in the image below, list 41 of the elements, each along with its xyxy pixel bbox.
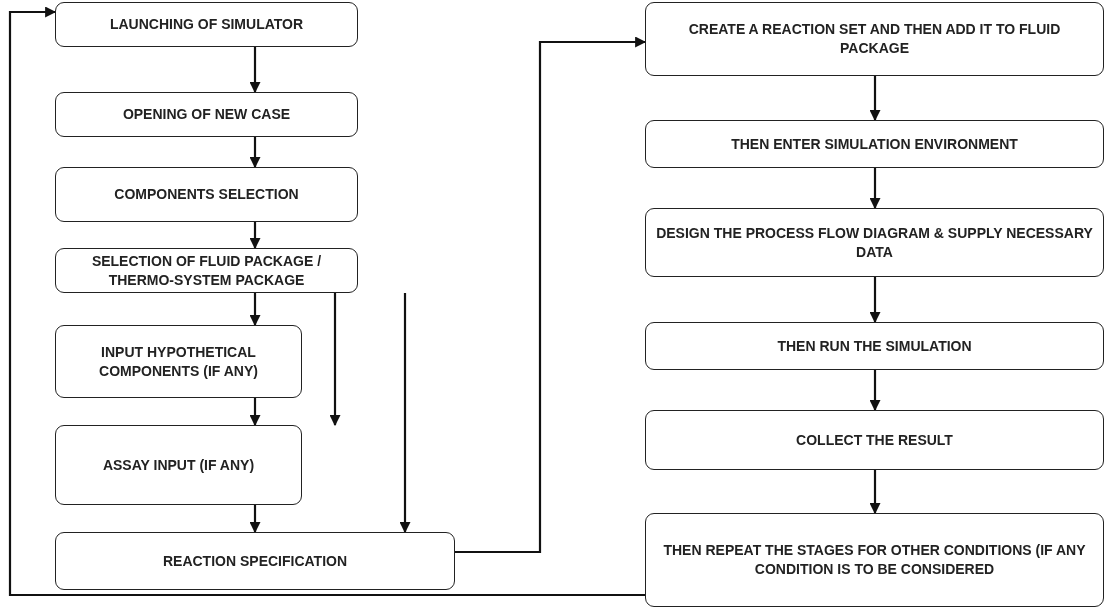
process-box (55, 92, 358, 137)
step-text: INPUT HYPOTHETICAL COMPONENTS (IF ANY) (98, 342, 259, 381)
process-box (645, 2, 1104, 76)
step-text: CREATE A REACTION SET AND THEN ADD IT TO FLUID PACKAGE (687, 20, 1062, 58)
step-text: THEN REPEAT THE STAGES FOR OTHER CONDITIONS (IF ANY CONDITION IS TO BE CONSIDERED (662, 541, 1087, 579)
process-box (645, 410, 1104, 470)
arrow (869, 277, 881, 324)
arrow (869, 470, 881, 515)
process-box (55, 248, 358, 293)
arrow (249, 222, 261, 250)
arrow (8, 6, 645, 597)
process-box (645, 208, 1104, 277)
process-box (645, 120, 1104, 168)
step-text: SELECTION OF FLUID PACKAGE / THERMO-SYSTEM PACKAGE (90, 251, 323, 290)
arrow (249, 293, 261, 327)
arrow (455, 36, 647, 554)
step-text: DESIGN THE PROCESS FLOW DIAGRAM & SUPPLY NECESSARY DATA (655, 223, 1094, 262)
arrow (249, 47, 261, 94)
arrow (329, 293, 341, 427)
step-text: REACTION SPECIFICATION (162, 551, 348, 571)
process-box (55, 2, 358, 47)
process-box (55, 325, 302, 398)
step-text: OPENING OF NEW CASE (122, 105, 291, 124)
arrow (249, 137, 261, 169)
arrow (399, 293, 411, 534)
process-box (55, 532, 455, 590)
process-box (55, 425, 302, 505)
arrow (869, 168, 881, 210)
arrow (869, 370, 881, 412)
process-box (645, 513, 1104, 607)
step-text: THEN RUN THE SIMULATION (777, 336, 972, 356)
process-box (55, 167, 358, 222)
arrow (249, 398, 261, 427)
process-box (645, 322, 1104, 370)
step-text: ASSAY INPUT (IF ANY) (102, 455, 255, 475)
step-text: THEN ENTER SIMULATION ENVIRONMENT (731, 134, 1018, 154)
step-text: COLLECT THE RESULT (796, 430, 953, 450)
step-text: LAUNCHING OF SIMULATOR (109, 15, 304, 34)
arrow (869, 76, 881, 122)
arrow (249, 505, 261, 534)
step-text: COMPONENTS SELECTION (114, 185, 299, 204)
